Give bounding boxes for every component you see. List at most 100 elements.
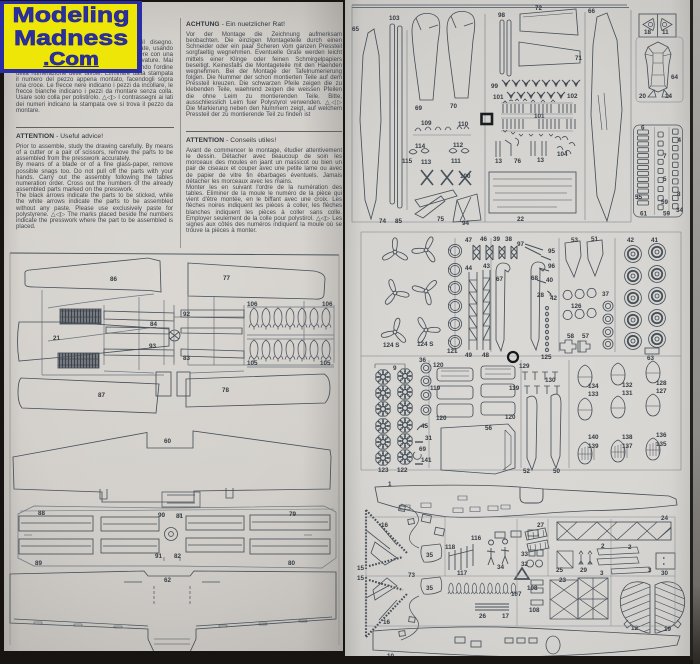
svg-text:16: 16 [383, 619, 391, 626]
svg-text:85: 85 [395, 218, 403, 225]
svg-text:99: 99 [491, 83, 499, 90]
svg-text:45: 45 [421, 423, 429, 430]
svg-text:17: 17 [502, 613, 510, 620]
svg-text:81: 81 [176, 513, 184, 520]
svg-text:67: 67 [496, 276, 504, 283]
svg-text:121: 121 [447, 348, 458, 355]
svg-text:52: 52 [523, 468, 531, 475]
svg-text:3: 3 [648, 567, 652, 574]
svg-text:34: 34 [676, 207, 684, 214]
svg-text:11: 11 [662, 29, 669, 36]
svg-text:101: 101 [534, 113, 545, 120]
svg-text:31: 31 [425, 435, 433, 442]
svg-text:131: 131 [622, 390, 633, 397]
svg-text:1: 1 [388, 481, 392, 488]
svg-text:76: 76 [514, 158, 522, 165]
svg-text:62: 62 [164, 577, 172, 584]
svg-text:120: 120 [505, 414, 516, 421]
svg-text:58: 58 [567, 333, 575, 340]
svg-text:104: 104 [557, 151, 568, 158]
svg-text:116: 116 [471, 535, 482, 542]
svg-text:69: 69 [419, 446, 427, 453]
svg-text:110: 110 [458, 121, 469, 128]
svg-text:119: 119 [430, 385, 441, 392]
svg-text:113: 113 [421, 159, 432, 166]
svg-text:57: 57 [582, 333, 590, 340]
svg-text:90: 90 [158, 512, 166, 519]
svg-text:74: 74 [379, 218, 387, 225]
svg-text:3: 3 [600, 570, 604, 577]
svg-text:107: 107 [511, 591, 522, 598]
svg-text:39: 39 [493, 236, 501, 243]
svg-text:30: 30 [661, 570, 669, 577]
svg-text:23: 23 [559, 577, 567, 584]
svg-text:53: 53 [571, 237, 579, 244]
svg-text:84: 84 [150, 321, 158, 328]
svg-text:15: 15 [357, 565, 365, 572]
svg-text:77: 77 [223, 275, 231, 282]
svg-text:29: 29 [580, 567, 588, 574]
svg-text:37: 37 [602, 291, 610, 298]
svg-text:15: 15 [357, 575, 365, 582]
svg-text:14: 14 [665, 93, 673, 100]
svg-text:124 S: 124 S [383, 342, 399, 349]
svg-text:32: 32 [521, 561, 529, 568]
svg-text:63: 63 [647, 355, 655, 362]
svg-text:71: 71 [575, 55, 583, 62]
svg-text:4: 4 [678, 137, 682, 144]
svg-text:130: 130 [545, 377, 556, 384]
svg-text:33: 33 [521, 551, 529, 558]
svg-text:133: 133 [588, 391, 599, 398]
svg-text:56: 56 [485, 425, 493, 432]
svg-text:28: 28 [537, 292, 545, 299]
svg-text:115: 115 [402, 158, 413, 165]
svg-text:111: 111 [451, 158, 461, 165]
svg-text:93: 93 [149, 343, 157, 350]
svg-text:126: 126 [571, 303, 582, 310]
svg-text:89: 89 [35, 560, 43, 567]
svg-text:125: 125 [541, 354, 552, 361]
svg-text:108: 108 [529, 607, 540, 614]
svg-text:140: 140 [588, 434, 599, 441]
svg-text:127: 127 [656, 388, 667, 395]
svg-text:128: 128 [656, 380, 667, 387]
svg-text:105: 105 [247, 360, 258, 367]
svg-text:98: 98 [498, 12, 506, 19]
svg-text:123: 123 [378, 467, 389, 474]
svg-text:135: 135 [656, 441, 667, 448]
svg-text:21: 21 [53, 335, 61, 342]
svg-text:61: 61 [640, 211, 648, 218]
svg-text:139: 139 [588, 443, 599, 450]
svg-text:20: 20 [639, 93, 647, 100]
svg-text:8: 8 [677, 191, 681, 198]
svg-text:42: 42 [550, 295, 558, 302]
svg-text:48: 48 [482, 352, 490, 359]
svg-text:36: 36 [419, 357, 427, 364]
svg-text:35: 35 [426, 585, 434, 592]
svg-text:2: 2 [601, 543, 605, 550]
svg-text:27: 27 [537, 522, 545, 529]
svg-text:41: 41 [651, 237, 659, 244]
svg-text:59: 59 [661, 199, 669, 206]
svg-text:119: 119 [509, 385, 520, 392]
svg-text:88: 88 [38, 510, 46, 517]
svg-text:132: 132 [622, 382, 633, 389]
svg-text:25: 25 [556, 567, 564, 574]
svg-text:78: 78 [222, 387, 230, 394]
svg-text:95: 95 [548, 248, 556, 255]
svg-text:87: 87 [98, 392, 106, 399]
svg-text:16: 16 [381, 522, 389, 529]
svg-text:97: 97 [517, 241, 525, 248]
svg-text:138: 138 [622, 434, 633, 441]
svg-text:112: 112 [453, 142, 464, 149]
svg-text:68: 68 [531, 275, 539, 282]
svg-text:46: 46 [480, 236, 488, 243]
svg-text:106: 106 [247, 301, 258, 308]
svg-text:64: 64 [671, 74, 679, 81]
svg-text:51: 51 [591, 236, 599, 243]
svg-text:60: 60 [164, 438, 172, 445]
svg-text:19: 19 [664, 626, 672, 633]
svg-text:9: 9 [393, 365, 397, 372]
svg-text:26: 26 [479, 613, 487, 620]
svg-text:120: 120 [433, 362, 444, 369]
